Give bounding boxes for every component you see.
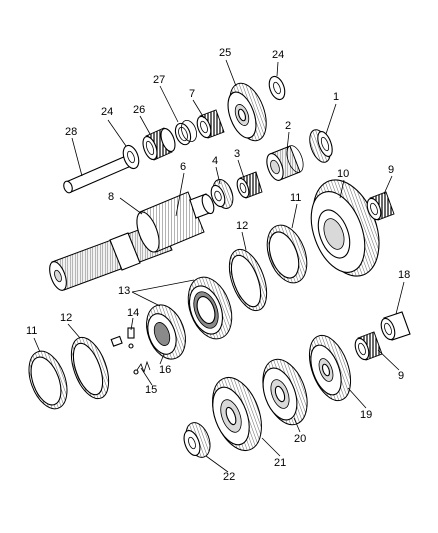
callout-9-lower: 9	[398, 370, 404, 382]
callout-11-lower: 11	[26, 325, 37, 337]
synchro-ring-lower	[70, 336, 110, 400]
callout-9-upper: 9	[388, 164, 394, 176]
strut-14	[110, 327, 135, 349]
gear-19	[308, 334, 352, 402]
callout-14: 14	[127, 307, 139, 319]
callout-2: 2	[285, 120, 291, 132]
callout-16: 16	[159, 364, 171, 376]
callout-22: 22	[223, 471, 235, 483]
bearing-1	[309, 129, 333, 163]
bearing-4	[210, 179, 234, 209]
callout-27: 27	[153, 74, 165, 86]
synchronizer-ring-13	[187, 276, 233, 340]
callout-25: 25	[219, 47, 231, 59]
spacer-27	[174, 119, 197, 146]
callout-6: 6	[180, 161, 186, 173]
pin-part	[63, 155, 132, 194]
thrust-washer-right	[268, 75, 286, 101]
spacer-18	[380, 311, 411, 341]
callout-8: 8	[108, 191, 114, 203]
callout-19: 19	[360, 409, 372, 421]
needle-bearing-3	[236, 171, 263, 199]
synchro-ring-upper	[228, 248, 268, 312]
callout-12-upper: 12	[236, 220, 248, 232]
synchro-sleeve-lower	[28, 350, 68, 410]
needle-bearing-7	[196, 109, 225, 139]
callout-12-lower: 12	[60, 312, 72, 324]
gear-20	[262, 358, 308, 426]
thrust-washer-left	[122, 144, 140, 170]
gear-21	[212, 377, 262, 451]
synchronizer-hub-16	[146, 304, 186, 360]
callout-28: 28	[65, 126, 77, 138]
callout-15: 15	[145, 384, 157, 396]
gear-25	[227, 82, 267, 142]
callout-11-upper: 11	[290, 192, 301, 204]
needle-bearing-9-lower	[354, 331, 383, 361]
leader-lines	[33, 59, 405, 473]
needle-bearing-9-upper	[366, 191, 395, 221]
callout-24-right: 24	[272, 49, 284, 61]
input-shaft	[49, 191, 215, 291]
bearing-22	[183, 422, 211, 458]
callout-13: 13	[118, 285, 130, 297]
callout-24-left: 24	[101, 106, 113, 118]
callout-7: 7	[189, 88, 195, 100]
pinion-gear-2	[266, 145, 304, 181]
synchro-sleeve-upper	[266, 224, 308, 284]
gear-10	[310, 179, 380, 277]
callout-21: 21	[274, 457, 286, 469]
callout-3: 3	[234, 148, 240, 160]
callout-labels: 1 2 3 4 6 7 8 9 9 10 11 11 12 12 13 14 1…	[26, 47, 410, 483]
callout-18: 18	[398, 269, 410, 281]
callout-20: 20	[294, 433, 306, 445]
needle-bearing-26	[142, 127, 176, 161]
callout-10: 10	[337, 168, 349, 180]
spring-15	[133, 360, 151, 375]
callout-4: 4	[212, 155, 218, 167]
callout-26: 26	[133, 104, 145, 116]
callout-1: 1	[333, 91, 339, 103]
